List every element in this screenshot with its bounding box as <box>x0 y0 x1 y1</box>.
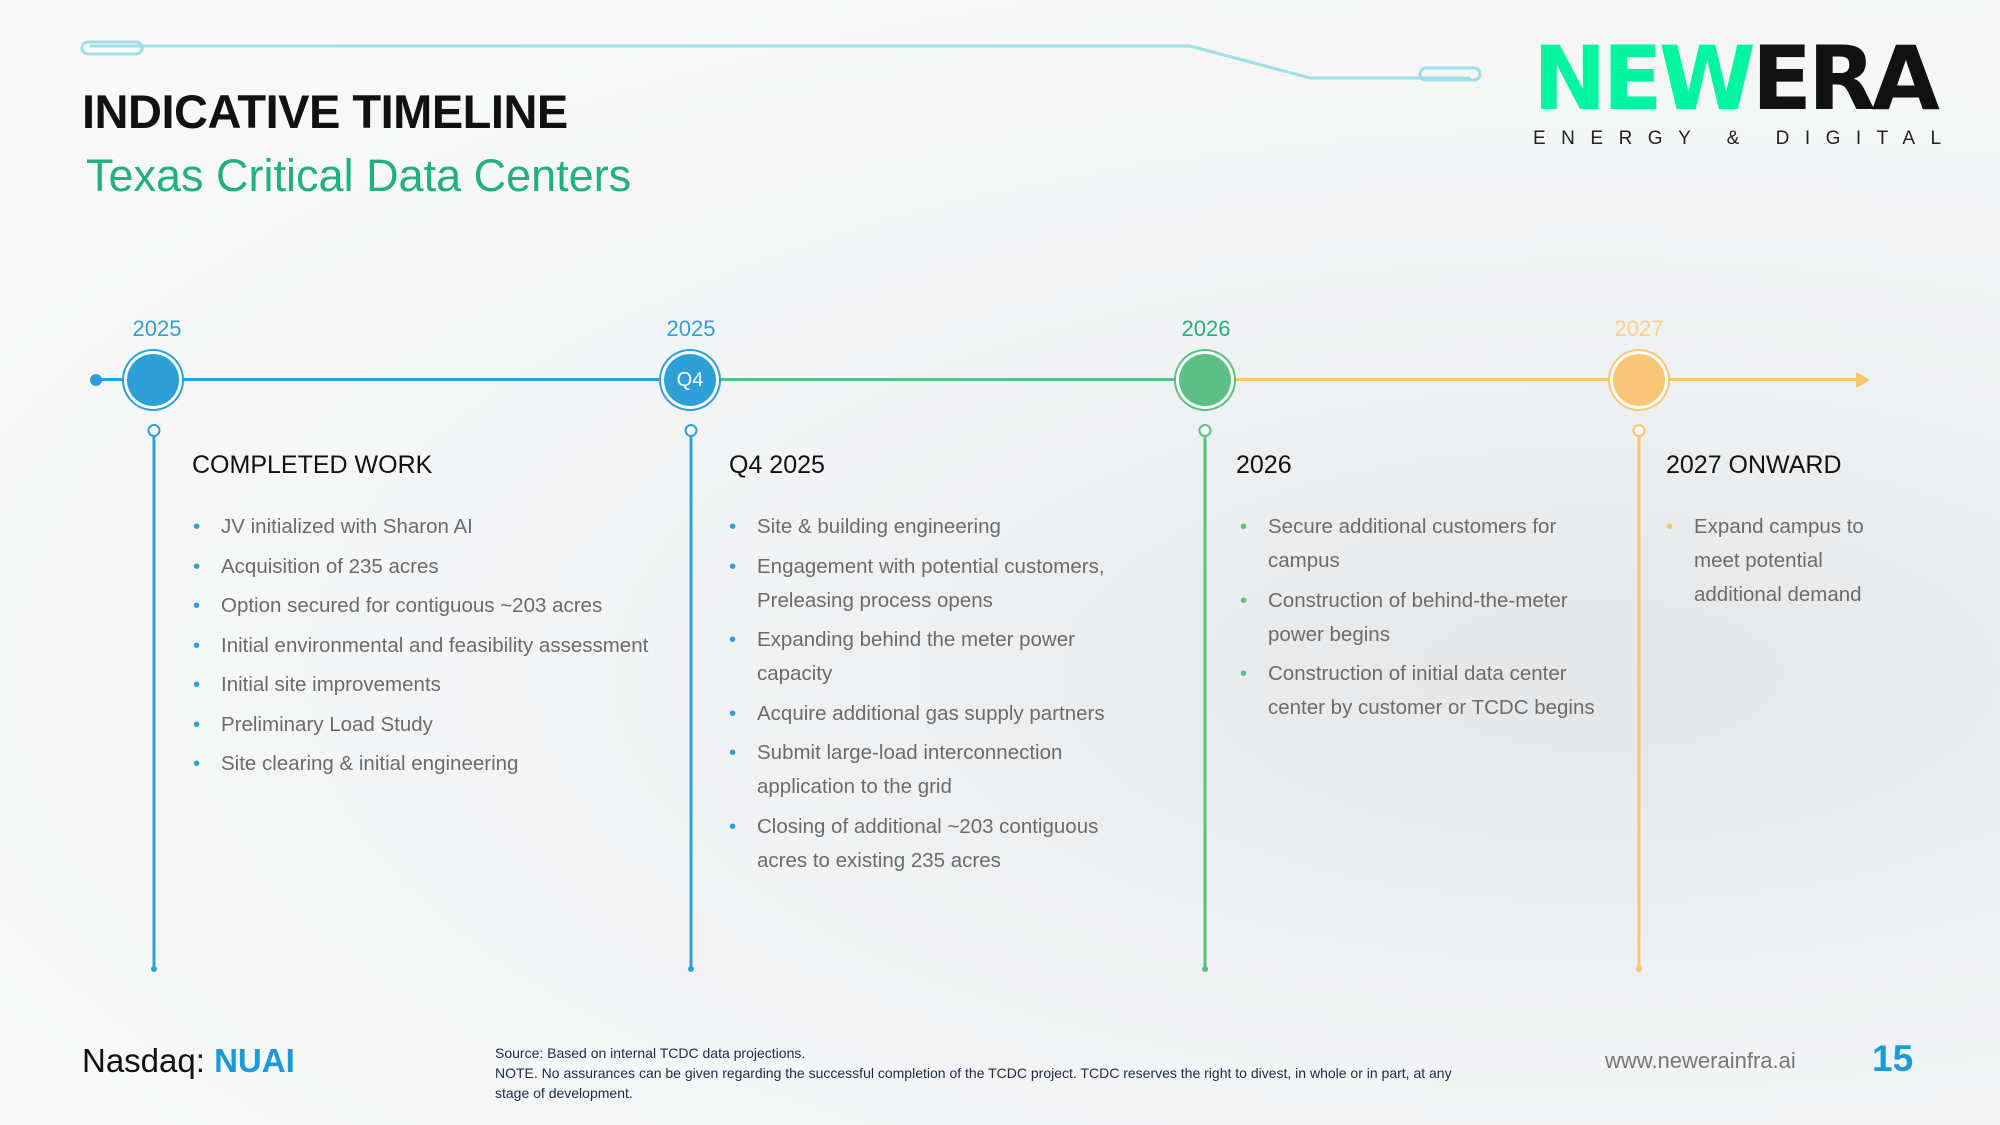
milestone-line <box>1637 430 1641 970</box>
milestone-list: Site & building engineering Engagement w… <box>729 510 1149 883</box>
list-item: Expanding behind the meter power capacit… <box>729 623 1149 691</box>
list-item: Acquisition of 235 acres <box>193 550 653 584</box>
timeline-segment <box>690 378 1205 381</box>
list-item: Closing of additional ~203 contiguous ac… <box>729 810 1149 878</box>
list-item: Engagement with potential customers, Pre… <box>729 550 1149 618</box>
list-item: Submit large-load interconnection applic… <box>729 736 1149 804</box>
source-note: Source: Based on internal TCDC data proj… <box>495 1045 1452 1101</box>
list-item: Acquire additional gas supply partners <box>729 697 1149 731</box>
milestone-heading: COMPLETED WORK <box>192 451 433 479</box>
company-logo: NEWERA ENERGY & DIGITAL <box>1533 27 1957 150</box>
circuit-decoration <box>80 40 1482 82</box>
milestone-list: Expand campus to meet potential addition… <box>1666 510 1886 618</box>
list-item: Preliminary Load Study <box>193 708 653 742</box>
page-title: INDICATIVE TIMELINE <box>82 85 568 138</box>
page-number: 15 <box>1872 1038 1914 1079</box>
list-item: Initial environmental and feasibility as… <box>193 629 653 663</box>
list-item: Initial site improvements <box>193 668 653 702</box>
list-item: Secure additional customers for campus <box>1240 510 1610 578</box>
nasdaq-ticker: Nasdaq: NUAI <box>82 1042 295 1079</box>
timeline-segment <box>96 378 690 381</box>
milestone-heading: 2027 ONWARD <box>1666 451 1842 479</box>
list-item: Option secured for contiguous ~203 acres <box>193 589 653 623</box>
timeline-segment <box>1205 378 1860 381</box>
end-dot <box>1636 966 1642 972</box>
end-dot <box>1202 966 1208 972</box>
end-dot <box>151 966 157 972</box>
milestone-list: Secure additional customers for campus C… <box>1240 510 1610 731</box>
list-item: JV initialized with Sharon AI <box>193 510 653 544</box>
milestone-list: JV initialized with Sharon AI Acquisitio… <box>193 510 653 787</box>
end-dot <box>688 966 694 972</box>
milestone-year: 2027 <box>1614 316 1664 341</box>
milestone-year: 2026 <box>1181 316 1231 341</box>
milestone-line <box>689 430 693 970</box>
milestone-year: 2025 <box>666 316 716 341</box>
milestone-node <box>127 354 179 406</box>
list-item: Construction of behind-the-meter power b… <box>1240 584 1610 652</box>
list-item: Site clearing & initial engineering <box>193 747 653 781</box>
list-item: Construction of initial data center cent… <box>1240 657 1610 725</box>
milestone-line <box>152 430 156 970</box>
milestone-year: 2025 <box>132 316 182 341</box>
ring-icon <box>1198 424 1212 437</box>
list-item: Site & building engineering <box>729 510 1149 544</box>
milestone-heading: 2026 <box>1236 451 1292 479</box>
website-link[interactable]: www.newerainfra.ai <box>1605 1048 1796 1073</box>
ring-icon <box>1632 424 1646 437</box>
page-subtitle: Texas Critical Data Centers <box>86 150 632 201</box>
ring-icon <box>684 424 698 437</box>
arrow-head-icon <box>1856 372 1870 388</box>
milestone-node: Q4 <box>664 354 716 406</box>
milestone-line <box>1203 430 1207 970</box>
milestone-node <box>1179 354 1231 406</box>
milestone-heading: Q4 2025 <box>729 451 825 479</box>
ring-icon <box>147 424 161 437</box>
list-item: Expand campus to meet potential addition… <box>1666 510 1886 612</box>
milestone-node <box>1613 354 1665 406</box>
